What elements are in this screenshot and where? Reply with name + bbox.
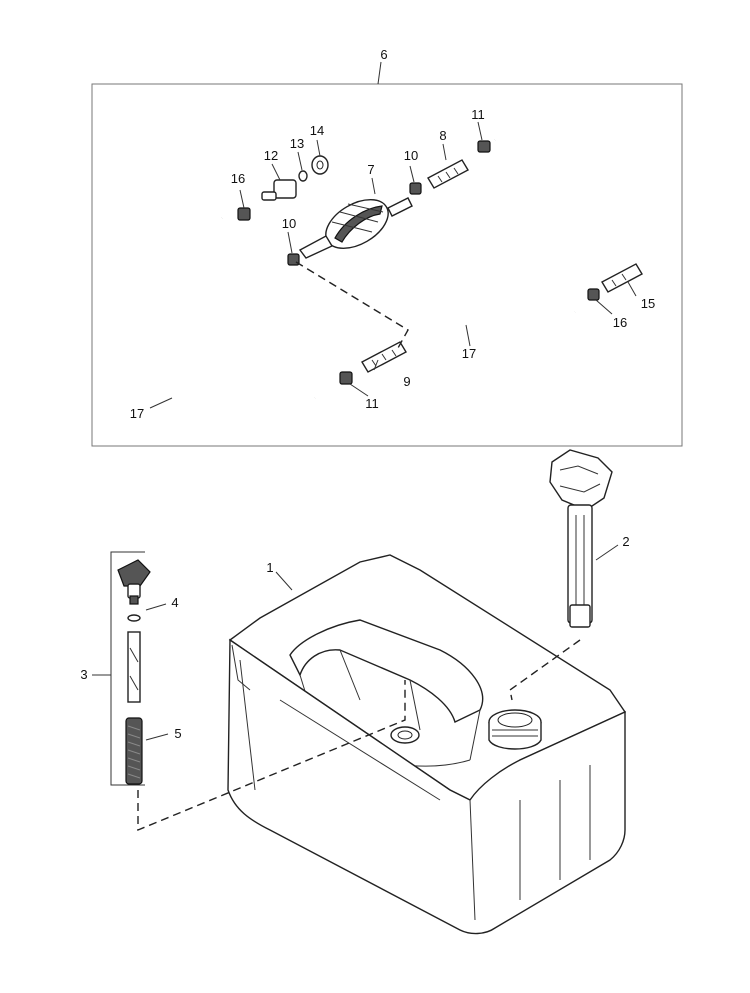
leader-1 — [275, 571, 293, 591]
fuel-line-kit-frame — [91, 83, 683, 447]
fuel-pickup-assembly — [92, 551, 169, 786]
fill-opening — [488, 709, 542, 750]
callout-16-left: 16 — [231, 171, 245, 186]
callout-15: 15 — [641, 296, 655, 311]
callout-11-bottom: 11 — [365, 396, 379, 411]
callout-10-right: 10 — [404, 148, 418, 163]
dashed-connector-kit — [295, 261, 409, 349]
callout-9: 9 — [403, 374, 410, 389]
callout-17-left: 17 — [130, 406, 144, 421]
fuel-line-kit-group: 6 7 8 9 10 10 11 11 12 13 14 15 16 16 17… — [91, 47, 683, 447]
callout-12: 12 — [264, 148, 278, 163]
kit-labels: 6 7 8 9 10 10 11 11 12 13 14 15 16 16 17… — [130, 47, 655, 421]
gauge-opening — [390, 726, 420, 744]
callout-11-top: 11 — [471, 107, 485, 122]
callout-14: 14 — [310, 123, 324, 138]
dashed-gauge-connector — [509, 639, 581, 701]
hose-left — [126, 216, 316, 412]
callout-1: 1 — [266, 560, 273, 575]
fuel-tank — [227, 554, 627, 935]
callout-8: 8 — [439, 128, 446, 143]
callout-4: 4 — [171, 595, 178, 610]
leader-6 — [377, 61, 382, 85]
callout-7: 7 — [367, 162, 374, 177]
fuel-gauge — [549, 449, 619, 628]
connector-15 — [601, 263, 643, 293]
o-ring-4 — [127, 614, 141, 622]
primer-bulb — [298, 197, 413, 259]
callout-3: 3 — [80, 667, 87, 682]
nut-16-right — [587, 288, 600, 301]
pickup-tube — [127, 631, 141, 703]
callout-2: 2 — [622, 534, 629, 549]
connector-8 — [427, 159, 469, 189]
elbow-fitting — [117, 559, 151, 605]
callout-16-right: 16 — [613, 315, 627, 330]
nut-11-top — [477, 140, 491, 153]
hose-right — [401, 128, 576, 322]
o-ring-13 — [298, 170, 308, 182]
tank-labels: 1 2 3 4 5 — [80, 534, 629, 741]
fittings — [237, 140, 643, 385]
nut-16-left — [237, 207, 251, 221]
connector-9 — [361, 341, 407, 373]
leader-lines-kit — [149, 121, 637, 409]
callout-6: 6 — [380, 47, 387, 62]
nut-10-right — [409, 182, 422, 195]
dashed-pickup-connector — [137, 680, 406, 832]
callout-5: 5 — [174, 726, 181, 741]
nut-11-bottom — [339, 371, 353, 385]
callout-13: 13 — [290, 136, 304, 151]
callout-10-left: 10 — [282, 216, 296, 231]
fitting-12 — [261, 179, 297, 201]
callout-17-right: 17 — [462, 346, 476, 361]
